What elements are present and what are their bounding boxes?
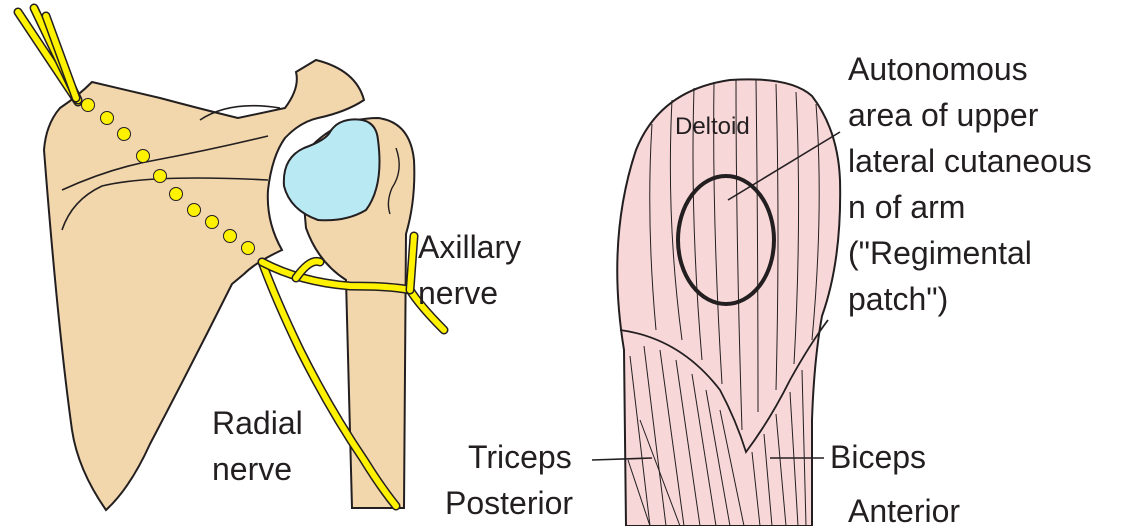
anterior-label: Anterior	[848, 493, 960, 526]
autonomous-label-line4: n of arm	[848, 189, 965, 225]
glenoid-cavity	[284, 119, 380, 220]
triceps-label: Triceps	[468, 439, 572, 475]
autonomous-label-line6: patch")	[848, 281, 948, 317]
deltoid-label: Deltoid	[675, 113, 750, 140]
radial-label-line1: Radial	[212, 405, 303, 441]
autonomous-label-line1: Autonomous	[848, 51, 1028, 87]
axillary-label-line2: nerve	[418, 275, 498, 311]
radial-label-line2: nerve	[212, 451, 292, 487]
autonomous-label-line3: lateral cutaneous	[848, 143, 1092, 179]
axillary-label-line1: Axillary	[418, 229, 521, 265]
autonomous-label-line2: area of upper	[848, 97, 1039, 133]
posterior-label: Posterior	[445, 485, 573, 521]
biceps-label: Biceps	[830, 439, 926, 475]
autonomous-label-line5: ("Regimental	[848, 235, 1032, 271]
upper-arm	[617, 79, 840, 526]
